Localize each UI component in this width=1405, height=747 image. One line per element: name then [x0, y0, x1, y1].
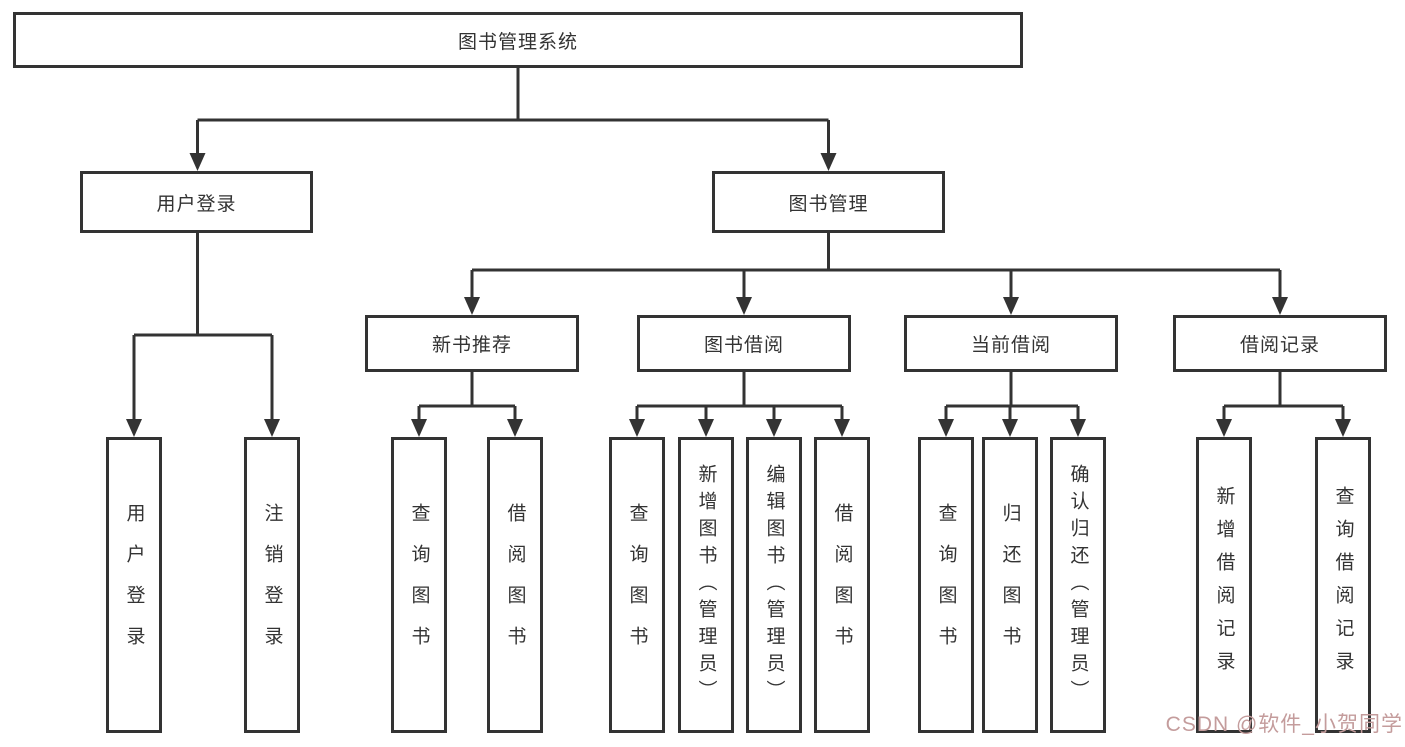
leaf-confirm-return-admin: 确认归还（管理员）	[1050, 437, 1106, 733]
leaf-label: 新增借阅记录	[1213, 486, 1235, 684]
node-book-management-module: 图书管理	[712, 171, 945, 233]
leaf-label: 归还图书	[999, 503, 1021, 667]
leaf-add-borrow-record: 新增借阅记录	[1196, 437, 1252, 733]
node-new-book-recommend: 新书推荐	[365, 315, 579, 372]
leaf-label: 查询图书	[626, 503, 648, 667]
leaf-query-books-2: 查询图书	[609, 437, 665, 733]
leaf-label: 确认归还（管理员）	[1067, 463, 1089, 707]
leaf-label: 注销登录	[261, 503, 283, 667]
node-book-borrow: 图书借阅	[637, 315, 851, 372]
leaf-label: 查询图书	[408, 503, 430, 667]
leaf-logout: 注销登录	[244, 437, 300, 733]
leaf-return-book: 归还图书	[982, 437, 1038, 733]
node-borrow-records: 借阅记录	[1173, 315, 1387, 372]
leaf-label: 查询借阅记录	[1332, 486, 1354, 684]
node-root-system: 图书管理系统	[13, 12, 1023, 68]
leaf-user-login: 用户登录	[106, 437, 162, 733]
leaf-borrow-books-1: 借阅图书	[487, 437, 543, 733]
leaf-label: 编辑图书（管理员）	[763, 463, 785, 707]
leaf-label: 查询图书	[935, 503, 957, 667]
leaf-label: 用户登录	[123, 503, 145, 667]
node-user-login-module: 用户登录	[80, 171, 313, 233]
leaf-label: 借阅图书	[504, 503, 526, 667]
leaf-query-books-3: 查询图书	[918, 437, 974, 733]
leaf-query-borrow-record: 查询借阅记录	[1315, 437, 1371, 733]
leaf-edit-book-admin: 编辑图书（管理员）	[746, 437, 802, 733]
leaf-borrow-books-2: 借阅图书	[814, 437, 870, 733]
csdn-watermark: CSDN @软件_小贺同学	[1165, 713, 1403, 736]
leaf-label: 新增图书（管理员）	[695, 463, 717, 707]
leaf-label: 借阅图书	[831, 503, 853, 667]
leaf-query-books-1: 查询图书	[391, 437, 447, 733]
node-current-borrow: 当前借阅	[904, 315, 1118, 372]
leaf-add-book-admin: 新增图书（管理员）	[678, 437, 734, 733]
